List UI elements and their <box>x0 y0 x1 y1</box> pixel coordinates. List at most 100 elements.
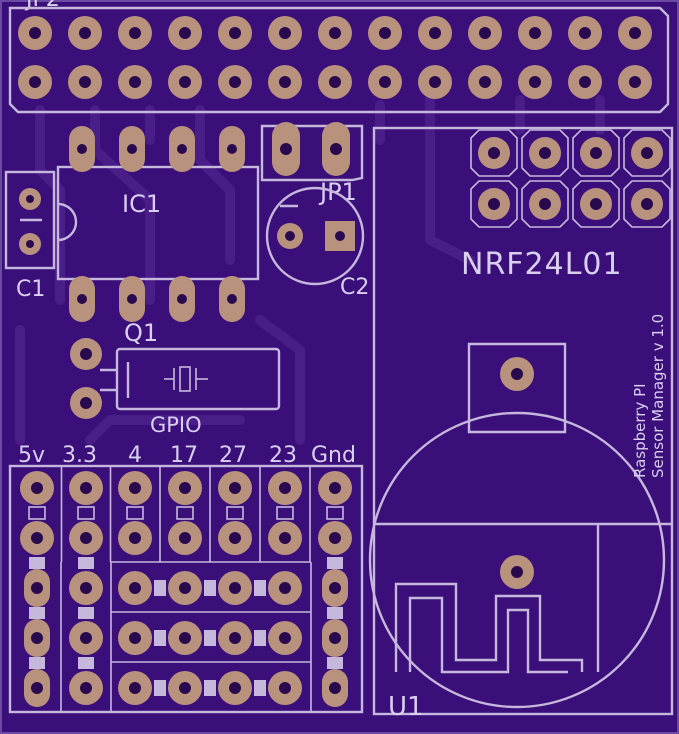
ic1-pads <box>69 126 245 322</box>
gpio-pad-r4-c5-hole <box>229 632 241 644</box>
gpio-vlink-2-3 <box>78 657 94 669</box>
ic1-pad-top-3-hole <box>177 144 187 154</box>
gpio-label-17: 17 <box>170 443 198 468</box>
gpio-pad-r2-c4-hole <box>179 532 191 544</box>
antenna-trace-inner <box>408 596 568 674</box>
gpio-grid <box>8 464 364 714</box>
c2: C2 <box>265 186 369 300</box>
ic1-pad-top-2-hole <box>127 144 137 154</box>
gpio-pad-r2-c5-hole <box>229 532 241 544</box>
jp2-pads <box>18 16 652 99</box>
gpio-pad-r1-c2-hole <box>80 482 92 494</box>
nrf-pad-bottom-2-hole <box>539 198 551 210</box>
c1-outline <box>4 170 56 270</box>
ic1-pad-bottom-2-hole <box>127 294 137 304</box>
nrf-pad-top-2-hole <box>539 147 551 159</box>
jp2-pad-bottom-9-hole <box>429 76 441 88</box>
gpio-link-3 <box>126 506 144 520</box>
gpio-link-4 <box>176 506 194 520</box>
jp2-pad-top-10-hole <box>479 27 491 39</box>
jp2-pad-top-7-hole <box>329 27 341 39</box>
nrf-outline-top-4 <box>623 129 671 177</box>
nrf24l01-module: NRF24L01 U1 Raspberry PI Sensor Manager … <box>368 126 674 722</box>
gpio-pad-r4-c3-hole <box>129 632 141 644</box>
jp2-pad-bottom-12-hole <box>579 76 591 88</box>
nrf-pad-bottom-3-hole <box>590 198 602 210</box>
jp2-pad-bottom-10-hole <box>479 76 491 88</box>
jp2-pad-top-13-hole <box>629 27 641 39</box>
q1: Q1 GPIO <box>70 319 281 437</box>
jp2-pad-top-4-hole <box>179 27 191 39</box>
side-text: Raspberry PI Sensor Manager v 1.0 <box>631 314 667 478</box>
jp2-pad-bottom-5-hole <box>229 76 241 88</box>
gpio-pad-r1-c1-hole <box>31 482 43 494</box>
jp2-pad-top-12-hole <box>579 27 591 39</box>
nrf-outline-bottom-3 <box>572 180 620 228</box>
gpio-pad-r5-c7-hole <box>329 682 341 694</box>
gpio-pad-r1-c4-hole <box>179 482 191 494</box>
ic1-body <box>56 165 260 281</box>
jp2-pad-bottom-7-hole <box>329 76 341 88</box>
side-text-line2: Sensor Manager v 1.0 <box>649 314 667 478</box>
gpio-pad-r1-c7-hole <box>329 482 341 494</box>
gpio-vlink-7-2 <box>327 607 343 619</box>
gpio-pad-r1-c6-hole <box>279 482 291 494</box>
nrf-pad-bottom-1-hole <box>488 198 500 210</box>
ic1-pad-bottom-4-hole <box>227 294 237 304</box>
nrf-outline-top-1 <box>470 129 518 177</box>
c2-pad-square-hole <box>335 231 345 241</box>
nrf-pad-bottom-4-hole <box>641 198 653 210</box>
gpio-grid-outline <box>8 464 364 714</box>
gpio-hlink-2-3 <box>254 630 266 646</box>
gpio-pad-r5-c6-hole <box>279 682 291 694</box>
gpio-pad-r2-c2-hole <box>80 532 92 544</box>
gpio-pad-r5-c4-hole <box>179 682 191 694</box>
gpio-pad-r3-c3-hole <box>129 582 141 594</box>
nrf-pad-top-3-hole <box>590 147 602 159</box>
gpio-pad-r4-c4-hole <box>179 632 191 644</box>
q1-pad-1-hole <box>80 348 92 360</box>
gpio-vlink-2-1 <box>78 557 94 569</box>
gpio-hlink-2-1 <box>154 630 166 646</box>
ic1: IC1 <box>56 126 260 322</box>
gpio-label: GPIO <box>150 413 202 437</box>
q1-pad-2-hole <box>80 397 92 409</box>
gpio-pad-r4-c7-hole <box>329 632 341 644</box>
crystal-symbol <box>164 366 208 392</box>
jp2-pad-top-2-hole <box>79 27 91 39</box>
gpio-hlink-2-2 <box>204 630 216 646</box>
c1: C1 <box>4 170 56 302</box>
gpio-pad-r3-c4-hole <box>179 582 191 594</box>
jp2-pad-bottom-4-hole <box>179 76 191 88</box>
c2-label: C2 <box>340 275 369 300</box>
nrf-outline-top-3 <box>572 129 620 177</box>
jp2-pad-bottom-1-hole <box>29 76 41 88</box>
gpio-link-1 <box>28 506 46 520</box>
gpio-label-4: 4 <box>128 443 142 468</box>
gpio-pad-r3-c1-hole <box>31 582 43 594</box>
nrf-pad-top-4-hole <box>641 147 653 159</box>
gpio-pad-r3-c2-hole <box>80 582 92 594</box>
gpio-pad-r2-c1-hole <box>31 532 43 544</box>
jp2-pad-top-5-hole <box>229 27 241 39</box>
jp2-pad-bottom-8-hole <box>379 76 391 88</box>
gpio-vlink-7-3 <box>327 657 343 669</box>
nrf-outline-bottom-1 <box>470 180 518 228</box>
coin-cell-pad-top-hole <box>511 368 523 380</box>
jp2-pad-bottom-13-hole <box>629 76 641 88</box>
gpio-pad-r1-c5-hole <box>229 482 241 494</box>
coin-cell-tab <box>467 342 567 434</box>
coin-cell-pad-center-hole <box>511 566 523 578</box>
q1-outline <box>115 347 281 411</box>
gpio-pad-r5-c1-hole <box>31 682 43 694</box>
coin-cell-outline <box>368 411 666 709</box>
u1-label: U1 <box>388 692 424 722</box>
side-text-line1: Raspberry PI <box>631 383 649 478</box>
jp2-pad-top-11-hole <box>529 27 541 39</box>
gpio-pad-r1-c3-hole <box>129 482 141 494</box>
c2-outline <box>265 186 365 286</box>
jp2-label: JP2 <box>24 0 60 12</box>
gpio-pad-r2-c3-hole <box>129 532 141 544</box>
gpio-link-2 <box>77 506 95 520</box>
